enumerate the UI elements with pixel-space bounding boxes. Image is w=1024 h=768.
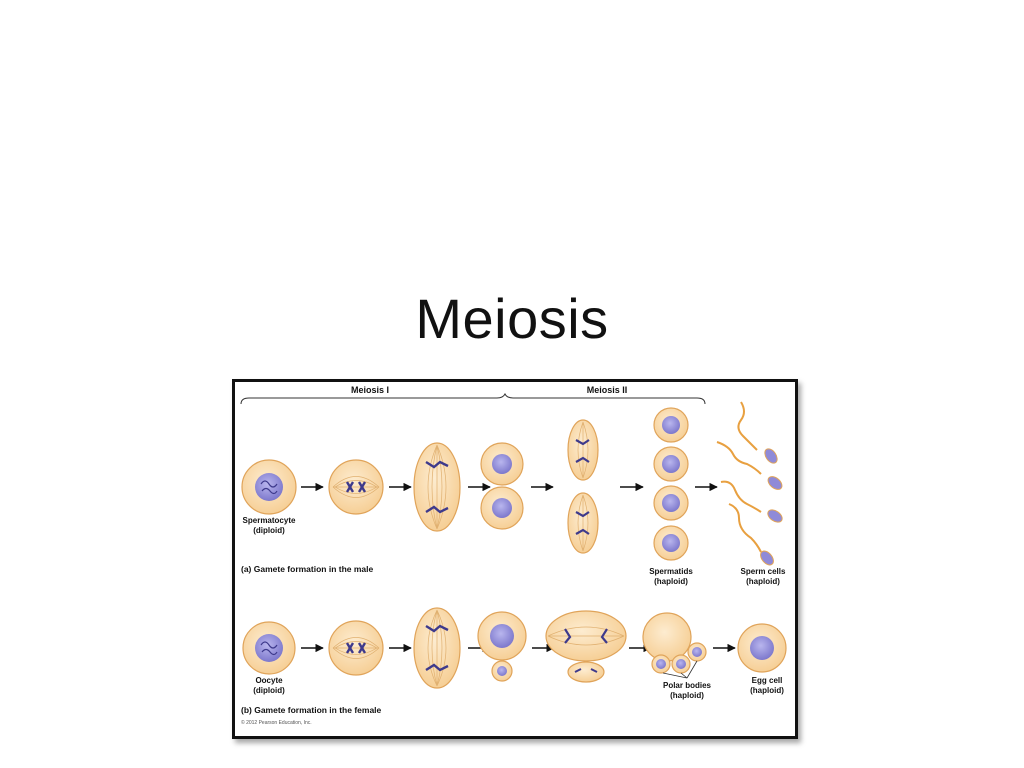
- female-row: Oocyte (diploid) Polar bodies (haploid) …: [241, 607, 787, 726]
- meiosis-2-label: Meiosis II: [587, 385, 628, 395]
- meiosis-2-cells-female: [545, 610, 627, 683]
- oocyte-sub: (diploid): [253, 686, 285, 695]
- spermatids-label: Spermatids: [649, 567, 693, 576]
- male-caption: (a) Gamete formation in the male: [241, 564, 374, 574]
- secondary-oocyte: [477, 611, 527, 682]
- meiosis-brackets: Meiosis I Meiosis II: [240, 385, 706, 405]
- anaphase-1-cell-female: [413, 607, 461, 689]
- metaphase-1-cell: [328, 459, 384, 515]
- meiosis-2-cells-male: [567, 419, 599, 554]
- egg-cell: [737, 623, 787, 673]
- spermatocyte-cell: [241, 459, 297, 515]
- polar-bodies-label: Polar bodies: [663, 681, 712, 690]
- metaphase-1-cell-female: [328, 620, 384, 676]
- male-row: Spermatocyte (diploid) Spermatids (haplo…: [241, 401, 786, 586]
- copyright-text: © 2012 Pearson Education, Inc.: [241, 719, 312, 726]
- anaphase-1-cell: [413, 442, 461, 532]
- meiosis-1-label: Meiosis I: [351, 385, 389, 395]
- oocyte-label: Oocyte: [255, 676, 283, 685]
- spermatids-sub: (haploid): [654, 577, 688, 586]
- female-caption: (b) Gamete formation in the female: [241, 705, 382, 715]
- spermatocyte-sub: (diploid): [253, 526, 285, 535]
- polar-bodies-sub: (haploid): [670, 691, 704, 700]
- meiosis-diagram: Meiosis I Meiosis II: [240, 385, 787, 726]
- meiosis-figure: Meiosis I Meiosis II: [232, 379, 798, 739]
- egg-cell-sub: (haploid): [750, 686, 784, 695]
- sperm-cells-label: Sperm cells: [741, 567, 786, 576]
- spermatocyte-label: Spermatocyte: [243, 516, 296, 525]
- spermatids: [653, 407, 689, 561]
- egg-with-polar-bodies: [642, 612, 707, 679]
- oocyte-cell: [242, 621, 296, 675]
- sperm-cells: [716, 401, 783, 566]
- egg-cell-label: Egg cell: [752, 676, 783, 685]
- slide-title: Meiosis: [415, 287, 609, 350]
- sperm-cells-sub: (haploid): [746, 577, 780, 586]
- daughter-cells-male: [480, 442, 524, 530]
